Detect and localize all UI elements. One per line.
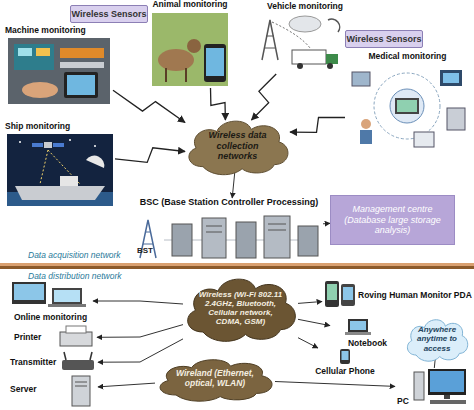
caption: Online monitoring xyxy=(8,313,93,322)
monitoring-panel: Machine monitoring xyxy=(5,26,113,106)
caption: Printer xyxy=(14,333,41,342)
cloud-text: Wireless data collection networks xyxy=(180,130,295,161)
cloud-text: Wireless (Wi-Fi 802.11 2.4GHz, Bluetooth… xyxy=(178,290,303,327)
signal-arrow xyxy=(113,90,185,122)
device: Notebook xyxy=(330,318,405,348)
caption: PC xyxy=(397,397,409,406)
caption: Animal monitoring xyxy=(150,0,230,9)
caption: Medical monitoring xyxy=(345,52,470,61)
device: Printer xyxy=(12,325,97,350)
medical-picture xyxy=(352,70,465,147)
device: Transmitter xyxy=(8,350,98,375)
connector xyxy=(298,338,318,348)
pc-picture xyxy=(414,369,466,404)
notebook-picture xyxy=(345,319,371,335)
monitoring-panel: Animal monitoring xyxy=(150,0,230,88)
caption: Notebook xyxy=(330,339,405,348)
caption: BSC (Base Station Controller Processing) xyxy=(135,198,323,208)
base-station-picture xyxy=(140,216,318,258)
network-cloud: Wireland (Ethernet, optical, WLAN) xyxy=(150,355,280,403)
connector xyxy=(275,382,395,387)
monitoring-panel: Medical monitoring xyxy=(345,52,470,150)
network-cloud: Wireless data collection networks xyxy=(180,115,295,177)
router-picture xyxy=(62,352,94,370)
caption: Cellular Phone xyxy=(305,367,385,376)
box-text: Wireless Sensors xyxy=(347,34,422,44)
caption: Machine monitoring xyxy=(5,26,113,35)
box-text: Management centre (Database large storag… xyxy=(339,204,446,236)
monitoring-panel: Vehicle monitoring xyxy=(248,2,343,74)
caption: Server xyxy=(10,385,36,394)
connector xyxy=(93,301,183,304)
ship-picture xyxy=(7,134,113,206)
device: PC xyxy=(395,368,470,408)
connector xyxy=(97,325,183,338)
caption: Ship monitoring xyxy=(5,122,115,131)
signal-arrow xyxy=(115,148,185,163)
device: Online monitoring xyxy=(8,280,93,322)
machine-picture xyxy=(8,38,110,104)
connector xyxy=(298,302,322,304)
cloud-text: Wireland (Ethernet, optical, WLAN) xyxy=(150,369,280,389)
box-text: Wireless Sensors xyxy=(72,9,147,19)
station-label: BST xyxy=(137,247,153,256)
online-monitoring-picture xyxy=(12,282,86,307)
vehicle-picture xyxy=(262,16,340,69)
device: Server xyxy=(8,373,98,407)
connector xyxy=(323,223,330,224)
access-cloud: Anywhere anytime to access xyxy=(402,315,472,363)
section-label: Data acquisition network xyxy=(28,251,121,260)
monitoring-panel: Ship monitoring xyxy=(5,122,115,207)
device: Cellular Phone xyxy=(305,348,385,376)
sensor-banner: Wireless Sensors xyxy=(345,30,423,48)
separator-stripe xyxy=(0,266,474,269)
device: Roving Human Monitor PDA xyxy=(322,278,472,313)
connector xyxy=(98,339,183,362)
caption: Transmitter xyxy=(10,358,56,367)
network-cloud: Wireless (Wi-Fi 802.11 2.4GHz, Bluetooth… xyxy=(178,272,303,344)
signal-arrow xyxy=(211,88,226,120)
signal-arrow xyxy=(252,74,277,120)
connector xyxy=(232,172,235,198)
pda-picture xyxy=(325,281,355,307)
caption: Vehicle monitoring xyxy=(248,2,343,11)
connector xyxy=(298,319,330,325)
sensor-banner: Wireless Sensors xyxy=(70,5,148,23)
signal-arrow xyxy=(290,117,345,132)
section-label: Data distribution network xyxy=(28,272,122,281)
management-box: Management centre (Database large storag… xyxy=(330,195,455,245)
station-group: BSC (Base Station Controller Processing) xyxy=(135,198,323,260)
animal-picture xyxy=(152,13,228,86)
server-picture xyxy=(72,376,90,406)
connector xyxy=(98,383,155,387)
printer-picture xyxy=(60,326,92,346)
separator-stripe xyxy=(0,263,474,266)
phone-picture xyxy=(340,349,350,364)
cloud-text: Anywhere anytime to access xyxy=(402,325,472,353)
caption: Roving Human Monitor PDA xyxy=(358,291,472,300)
